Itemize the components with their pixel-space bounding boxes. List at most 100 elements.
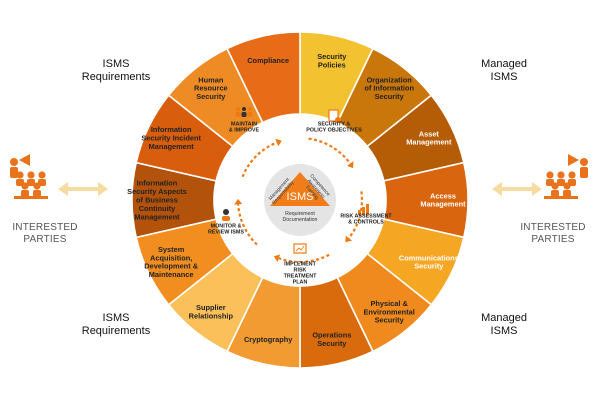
cycle-arrowhead xyxy=(345,235,353,243)
cycle-step-label-line: POLICY OBJECTIVES xyxy=(306,128,362,134)
domain-segment-label-line: Management xyxy=(406,138,452,147)
audience-body xyxy=(27,179,35,186)
domain-segment-label-line: Management xyxy=(134,212,180,221)
hub-bottom-line: Documentation xyxy=(283,217,318,223)
cycle-step-label-line: SECURITY & xyxy=(318,122,351,128)
head-shape xyxy=(236,107,240,111)
trend-line xyxy=(295,245,305,252)
team-icon xyxy=(235,107,253,117)
domain-segment-label-line: Physical & xyxy=(370,299,408,308)
audience-body xyxy=(563,190,571,197)
audience-base xyxy=(14,196,48,199)
domain-segment xyxy=(226,31,301,124)
domain-segment-label-line: Human xyxy=(198,75,224,84)
domain-segment-label-line: Communications xyxy=(399,253,459,262)
domain-segment-label-line: Cryptography xyxy=(244,335,293,344)
audience-body xyxy=(33,190,41,197)
domain-segment-label-line: of Information xyxy=(364,84,414,93)
audience-head xyxy=(33,182,41,190)
domain-segment-label-line: Information xyxy=(151,125,192,134)
hub-bottom-line: Requirement xyxy=(285,211,315,217)
cycle-arrowhead xyxy=(273,254,281,263)
audience-body xyxy=(551,190,559,197)
domain-segment-label-line: System xyxy=(158,245,185,254)
cycle-step-label-line: RISK xyxy=(294,268,307,274)
presentation-board-icon xyxy=(293,243,307,254)
cycle-arrowhead xyxy=(275,138,282,147)
cycle-step-label-line: & CONTROLS xyxy=(348,220,384,226)
domain-segment-label-line: Maintenance xyxy=(149,270,194,279)
domain-segment-label-line: Organization xyxy=(367,75,413,84)
domain-segment-label-line: Supplier xyxy=(196,303,226,312)
double-arrow-icon xyxy=(58,182,108,196)
domain-segment-label-line: Management xyxy=(420,200,466,209)
audience-icon xyxy=(10,154,48,199)
cycle-step-label-line: TREATMENT xyxy=(284,274,318,280)
isms-requirements-label-top-left: ISMS Requirements xyxy=(81,58,151,83)
audience-head xyxy=(21,182,29,190)
bar-shape xyxy=(362,207,365,215)
interested-parties-graphics xyxy=(10,154,588,199)
domain-segment-label-line: Asset xyxy=(419,129,440,138)
domain-segment-label-line: of Business xyxy=(136,196,178,205)
body-shape xyxy=(247,112,253,117)
domain-segment-label-line: Security xyxy=(375,316,405,325)
domain-segment-label-line: Operations xyxy=(312,331,351,340)
domain-segment-label-line: Security xyxy=(317,52,347,61)
isms-title: ISMS xyxy=(287,191,314,203)
cycle-arrow xyxy=(237,204,258,246)
interested-parties-label-left: INTERESTED PARTIES xyxy=(12,222,78,245)
megaphone-shape xyxy=(568,154,579,166)
domain-segment-label-line: Security Aspects xyxy=(127,187,187,196)
audience-icon xyxy=(544,154,588,199)
arrow-head-right xyxy=(532,182,542,196)
double-arrow-icon xyxy=(492,182,542,196)
domain-segment-label-line: Security Incident xyxy=(141,133,201,142)
gear-shape xyxy=(335,117,341,123)
domain-segment-label-line: Security xyxy=(196,92,226,101)
audience-head xyxy=(568,171,576,179)
domain-segment-label-line: Policies xyxy=(318,60,346,69)
domain-segment-label: Compliance xyxy=(247,56,289,65)
cycle-step-label-line: MONITOR & xyxy=(211,224,242,230)
interested-parties-label-right: INTERESTED PARTIES xyxy=(520,222,586,245)
arrow-head-left xyxy=(58,182,68,196)
domain-segment-label: Cryptography xyxy=(244,335,293,344)
cycle-step-label-line: PLAN xyxy=(293,280,308,286)
domain-segment-label-line: Environmental xyxy=(363,307,414,316)
audience-base xyxy=(544,196,578,199)
domain-segment-label-line: Security xyxy=(317,339,347,348)
cycle-arrow xyxy=(347,191,364,239)
audience-body xyxy=(21,190,29,197)
cycle-step-label: RISK ASSESSMENT& CONTROLS xyxy=(340,214,392,226)
head-shape xyxy=(242,107,246,111)
isms-requirements-label-bottom-left: ISMS Requirements xyxy=(81,312,151,337)
audience-head xyxy=(38,171,46,179)
cycle-step-label: SECURITY &POLICY OBJECTIVES xyxy=(306,122,362,134)
cycle-arrow xyxy=(241,141,278,178)
doc-shape xyxy=(328,109,339,122)
cycle-arrow xyxy=(308,137,352,165)
bar-shape xyxy=(358,210,361,215)
megaphone-shape xyxy=(19,154,30,166)
audience-head xyxy=(16,171,24,179)
cycle-step-label-line: IMPLEMENT xyxy=(284,262,316,268)
cycle-step-label-line: & IMPROVE xyxy=(229,128,260,134)
cycle-arrowhead xyxy=(346,161,354,169)
person-monitor-icon xyxy=(222,209,230,221)
cycle-step-label-line: REVIEW ISMS xyxy=(208,230,244,236)
